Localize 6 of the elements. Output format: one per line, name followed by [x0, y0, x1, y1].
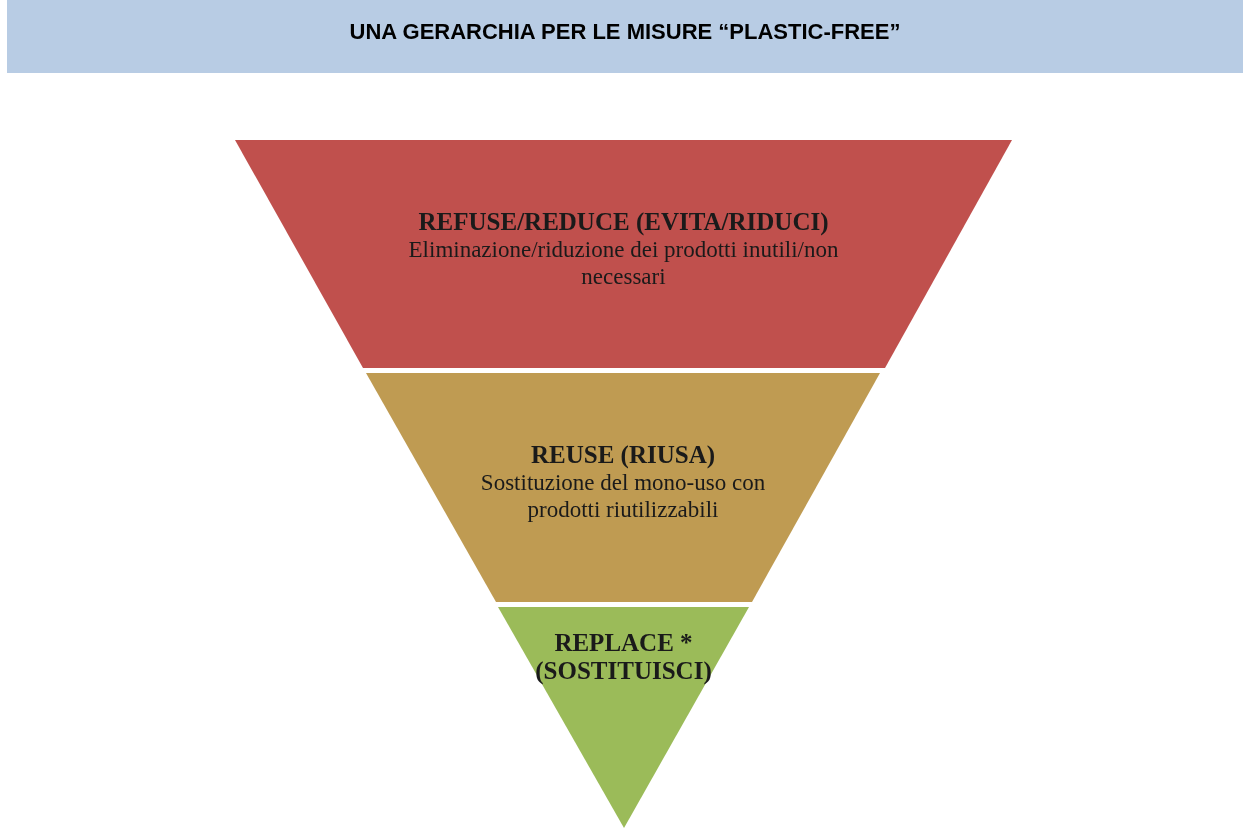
tier-heading: REFUSE/REDUCE (EVITA/RIDUCI) — [417, 208, 830, 236]
tier-description: Eliminazione/riduzione dei prodotti inutili/non necessari — [407, 236, 840, 290]
title-banner: UNA GERARCHIA PER LE MISURE “PLASTIC-FREE” — [7, 0, 1243, 73]
tier-heading: REUSE (RIUSA) — [529, 441, 717, 469]
tier-heading: REPLACE * (SOSTITUISCI) — [534, 629, 713, 685]
tier-description: Sostituzione del mono-uso con prodotti riutilizzabili — [479, 469, 767, 523]
